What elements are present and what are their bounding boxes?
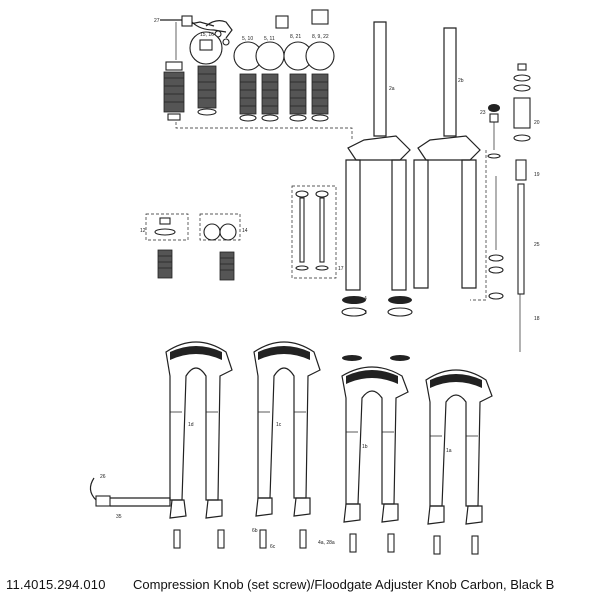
callout-6b: 6b [252,528,258,534]
rebound-rods [291,185,337,279]
callout-1c: 1c [276,422,282,428]
crown-steerer-assembly-2b [413,27,481,289]
lower-leg-1c [253,341,321,517]
exploded-parts-diagram: 27 15, 16 5, 10 5, 11 8, 21 [89,9,540,555]
lower-leg-1a [425,369,493,525]
part-number: 11.4015.294.010 [6,577,106,592]
lower-leg-1d [165,341,233,519]
damper-cartridge-3 [233,41,263,122]
callout-2a: 2a [389,86,395,92]
damper-cartridge-6 [305,9,335,122]
air-spring-top-cap [513,63,531,142]
air-shaft [488,159,527,352]
callout-3: 3 [364,310,367,316]
callout-5-10: 5, 10 [242,36,253,42]
callout-1a: 1a [446,448,452,454]
callout-12: 12 [140,228,146,234]
callout-23: 23 [480,110,486,116]
bottom-bolts [173,529,479,555]
leader-air-spring [470,150,487,301]
adjuster-assembly-a [145,213,189,279]
part-description: Compression Knob (set screw)/Floodgate A… [133,577,555,592]
crown-steerer-assembly-2a [345,21,411,291]
callout-5-11: 5, 11 [264,36,275,42]
air-valve [487,104,501,159]
damper-cartridge-4 [255,41,285,122]
thru-axle [89,477,171,507]
adjuster-assembly-b [199,213,241,281]
callout-27: 27 [154,18,160,24]
callout-4: 4 [364,296,367,302]
callout-18: 18 [534,316,540,322]
callout-14: 14 [242,228,248,234]
damper-cartridge-5 [275,15,313,122]
remote-lever-assembly [160,15,233,60]
callout-1d: 1d [188,422,194,428]
callout-20: 20 [534,120,540,126]
callout-15-16: 15, 16 [200,32,214,38]
part-caption: 11.4015.294.010 Compression Knob (set sc… [0,574,604,600]
callout-2b: 2b [458,78,464,84]
callout-19: 19 [534,172,540,178]
callout-4a-28a: 4a, 28a [318,540,335,546]
damper-cartridge-1 [163,61,185,121]
callout-1b: 1b [362,444,368,450]
callout-17: 17 [338,266,344,272]
callout-35: 35 [116,514,122,520]
callout-26: 26 [100,474,106,480]
damper-cartridge-2 [189,31,223,116]
callout-8-9-22: 8, 9, 22 [312,34,329,40]
leader-cartridges-to-crown [175,122,353,140]
lower-leg-1b [341,355,410,523]
callout-8-21: 8, 21 [290,34,301,40]
callout-6c: 6c [270,544,276,550]
callout-25: 25 [534,242,540,248]
crown-seals [341,296,413,317]
